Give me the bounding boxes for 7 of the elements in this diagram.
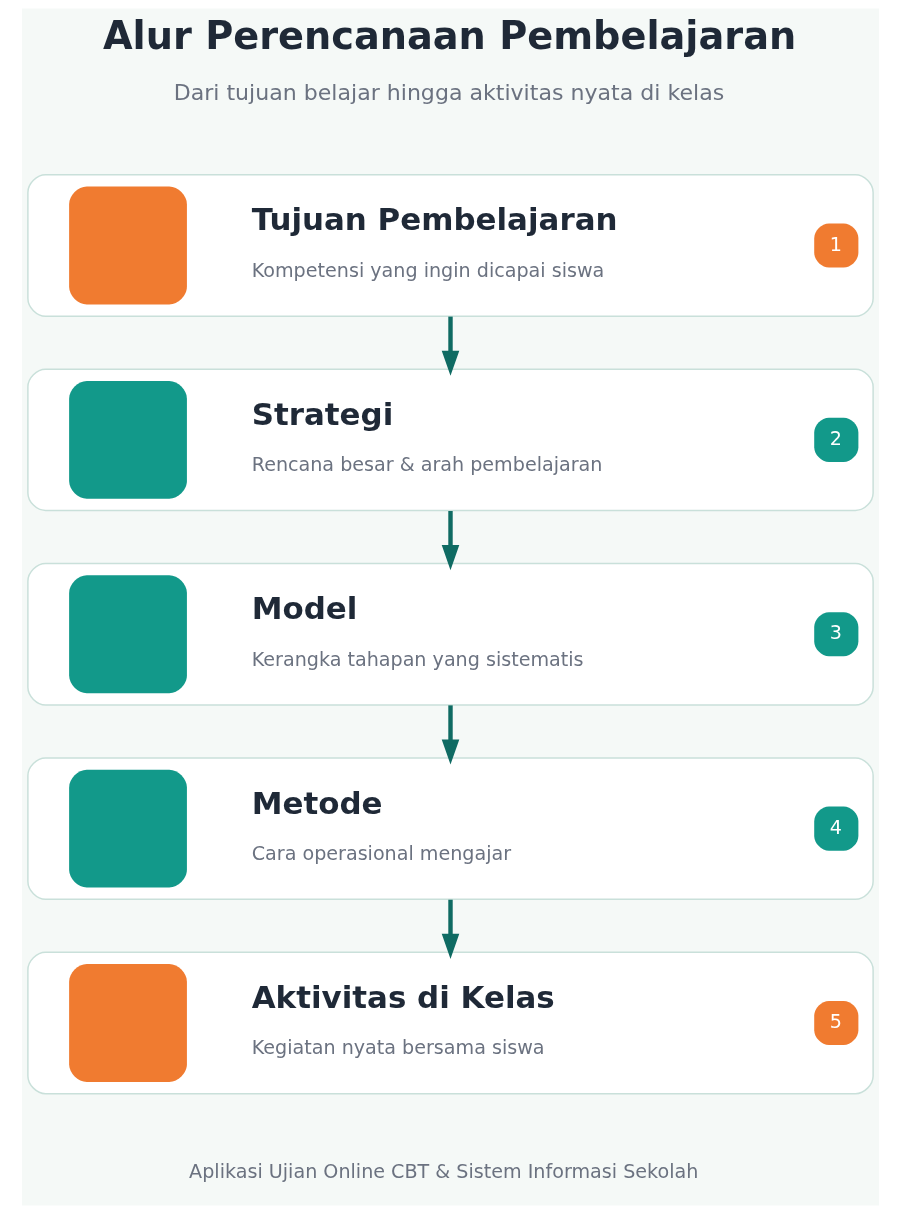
diagram-title: Alur Perencanaan Pembelajaran xyxy=(102,13,796,59)
arrow xyxy=(441,316,459,376)
arrow xyxy=(441,705,459,765)
arrow xyxy=(441,899,459,959)
arrow xyxy=(441,511,459,571)
label: Aplikasi Ujian Online CBT & Sistem Informasi Sekolah xyxy=(188,1160,698,1184)
label: Dari tujuan belajar hingga aktivitas nyata di kelas xyxy=(173,80,724,106)
